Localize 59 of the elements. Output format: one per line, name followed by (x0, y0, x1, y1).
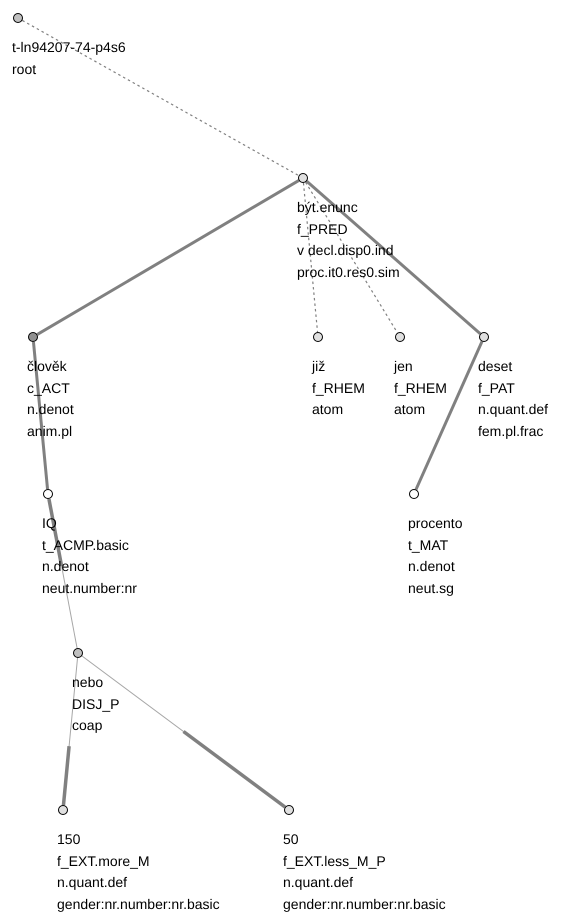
node-attribute: n.denot (408, 557, 455, 576)
tree-node-circle (284, 805, 294, 815)
node-attribute: n.quant.def (283, 873, 354, 892)
node-attribute: f_RHEM (394, 378, 447, 398)
node-attribute: proc.it0.res0.sim (297, 262, 400, 282)
node-attribute: n.denot (42, 557, 89, 576)
node-attribute: f_PAT (478, 378, 515, 398)
node-lemma: deset (478, 357, 512, 376)
node-lemma: jen (394, 357, 413, 376)
tree-node-circle (298, 173, 308, 183)
node-lemma: t-ln94207-74-p4s6 (12, 38, 126, 57)
tree-edge (47, 498, 78, 649)
node-attribute: atom (312, 400, 344, 419)
tree-edge (306, 180, 482, 335)
node-attribute: v decl.disp0.ind (297, 241, 394, 260)
node-attribute: n.denot (27, 400, 74, 419)
node-attribute: anim.pl (27, 422, 72, 441)
node-lemma: IQ (42, 514, 57, 533)
node-lemma: již (312, 357, 326, 376)
node-attribute: n.quant.def (478, 400, 548, 419)
tree-edge (82, 655, 286, 808)
node-lemma: být.enunc (297, 198, 358, 217)
node-lemma: nebo (72, 673, 104, 692)
tree-edge (62, 657, 78, 806)
node-attribute: gender:nr.number:nr.basic (57, 894, 220, 914)
node-attribute: gender:nr.number:nr.basic (283, 894, 446, 914)
dotted-tree-edge (22, 20, 299, 176)
node-attribute: f_EXT.more_M (57, 852, 150, 871)
tree-node-circle (28, 332, 38, 342)
node-attribute: t_MAT (408, 536, 448, 555)
node-attribute: c_ACT (27, 378, 70, 398)
node-attribute: f_EXT.less_M_P (283, 852, 386, 871)
node-lemma: člověk (27, 357, 67, 376)
node-attribute: neut.number:nr (42, 578, 137, 598)
node-attribute: t_ACMP.basic (42, 536, 129, 555)
tree-node-circle (73, 648, 83, 658)
tree-node-circle (395, 332, 405, 342)
node-attribute: coap (72, 716, 102, 735)
node-lemma: 150 (57, 830, 80, 849)
tree-edge (414, 340, 484, 490)
node-attribute: neut.sg (408, 578, 454, 598)
node-attribute: fem.pl.frac (478, 422, 544, 441)
tree-node-circle (479, 332, 489, 342)
node-lemma: procento (408, 514, 462, 533)
tree-node-circle (409, 489, 419, 499)
node-attribute: f_PRED (297, 220, 348, 239)
tree-node-circle (43, 489, 53, 499)
node-attribute: n.quant.def (57, 873, 128, 892)
tree-edge (32, 342, 50, 490)
node-lemma: 50 (283, 830, 299, 849)
dotted-tree-edge (302, 182, 318, 332)
tree-node-circle (58, 805, 68, 815)
tree-node-circle (13, 13, 23, 23)
node-attribute: DISJ_P (72, 694, 120, 714)
node-attribute: atom (394, 400, 426, 419)
tree-edge (36, 179, 300, 336)
node-attribute: f_RHEM (312, 378, 365, 398)
tree-node-circle (313, 332, 323, 342)
node-attribute: root (12, 60, 36, 78)
